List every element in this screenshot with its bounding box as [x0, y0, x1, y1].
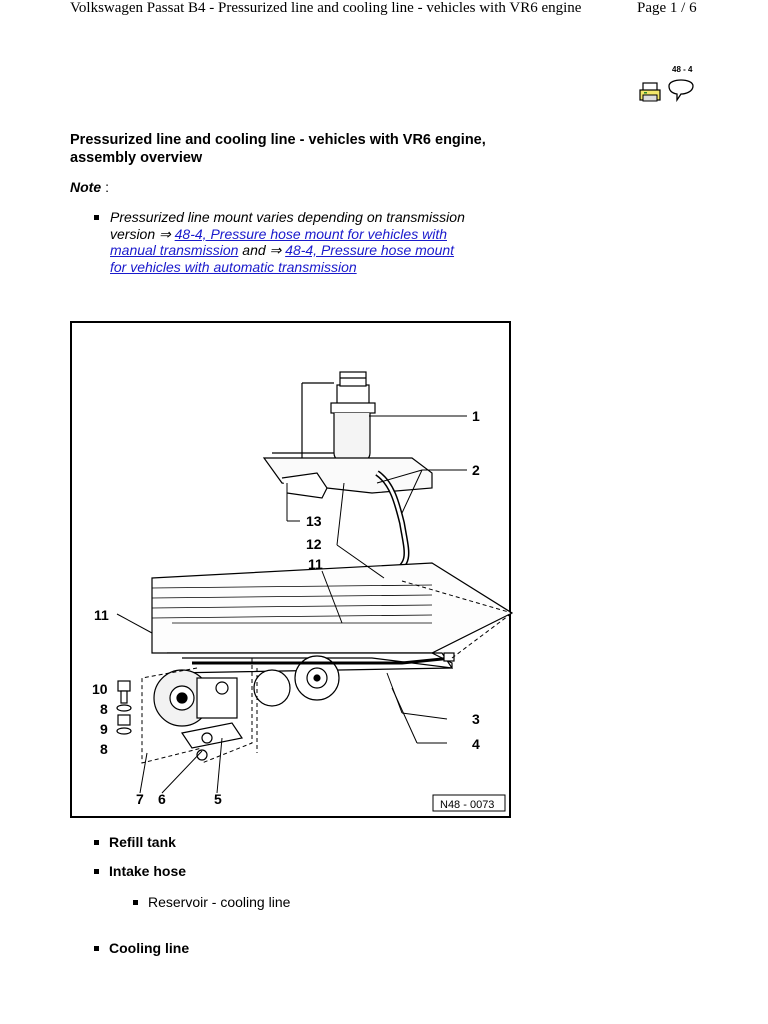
bullet-square-icon: [94, 869, 99, 874]
callout-1: 1: [472, 408, 480, 424]
bullet-square-icon: [94, 946, 99, 951]
figure-ref: N48 - 0073: [440, 799, 494, 811]
callout-11-left: 11: [94, 607, 109, 623]
list-subitem: Reservoir - cooling line: [133, 894, 290, 910]
callout-13: 13: [306, 513, 322, 529]
callout-7: 7: [136, 791, 144, 807]
bullet-square-icon: [94, 215, 99, 220]
note-bullet: Pressurized line mount varies depending …: [94, 209, 474, 275]
section-ref-bubble[interactable]: 48 - 4: [665, 64, 699, 104]
link-manual-transmission[interactable]: 48-4, Pressure hose mount for vehicles w…: [110, 225, 447, 259]
callout-5: 5: [214, 791, 222, 807]
page-title: Pressurized line and cooling line - vehi…: [70, 132, 486, 166]
document-title: Volkswagen Passat B4 - Pressurized line …: [70, 0, 582, 16]
link-automatic-transmission[interactable]: 48-4, Pressure hose mount for vehicles w…: [110, 242, 455, 275]
list-item: Refill tank: [94, 834, 176, 850]
callout-4: 4: [472, 736, 480, 752]
callout-8-top: 8: [100, 701, 108, 717]
callout-2: 2: [472, 462, 480, 478]
page-header: Volkswagen Passat B4 - Pressurized line …: [0, 0, 768, 22]
callout-11-top: 11: [308, 556, 323, 572]
note-text: Pressurized line mount varies depending …: [110, 209, 465, 242]
list-item: Cooling line: [94, 940, 189, 956]
callout-12: 12: [306, 536, 322, 552]
callout-3: 3: [472, 711, 480, 727]
note-text-and: and ⇒: [238, 242, 286, 258]
callout-8-bottom: 8: [100, 741, 108, 757]
callout-6: 6: [158, 791, 166, 807]
callout-10: 10: [92, 681, 108, 697]
bullet-square-icon: [133, 900, 138, 905]
bullet-square-icon: [94, 840, 99, 845]
printer-icon[interactable]: [638, 80, 662, 104]
list-item: Intake hose: [94, 863, 186, 879]
callout-9: 9: [100, 721, 108, 737]
assembly-diagram: N48 - 0073 1 2 13 12 11 11 10 8 9 8 3 4 …: [70, 321, 513, 818]
section-ref-label: 48 - 4: [672, 65, 693, 74]
page-number: Page 1 / 6: [637, 0, 697, 16]
speech-bubble-icon: [668, 79, 694, 103]
note-label: Note:: [70, 179, 110, 195]
